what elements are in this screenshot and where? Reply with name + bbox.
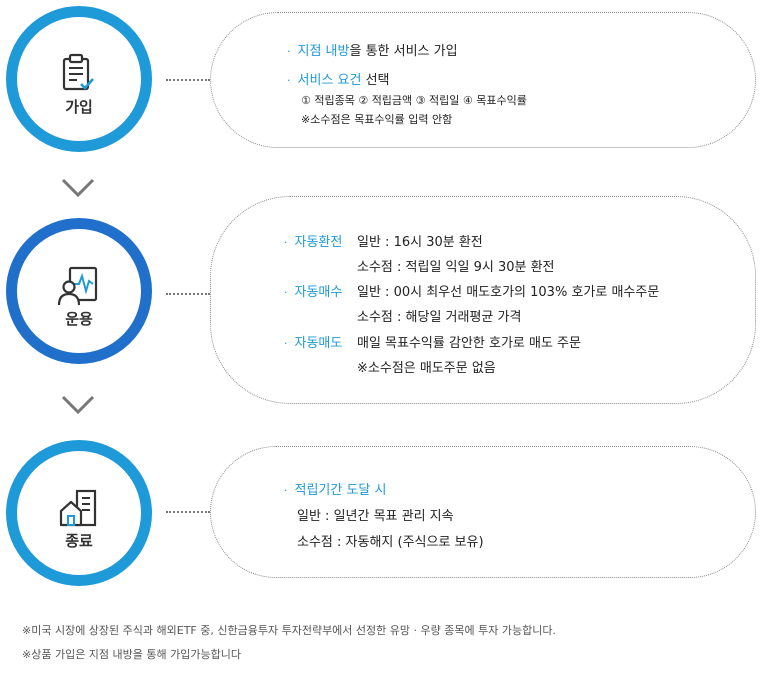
step-label-join: 가입 [65,98,93,116]
end-line-1: ·적립기간 도달 시 [284,483,387,498]
chevron-down-icon [61,178,95,198]
clipboard-check-icon [62,53,94,91]
auto-sell-line: ·자동매도 [284,336,343,351]
auto-sell-note: ※소수점은 매도주문 없음 [357,361,496,376]
join-line-4: ※소수점은 목표수익률 입력 안함 [301,113,453,126]
person-chart-icon [57,266,98,306]
join-line-3: ① 적립종목 ② 적립금액 ③ 적립일 ④ 목표수익률 [301,94,527,107]
join-line-1: ·지점 내방을 통한 서비스 가입 [287,44,458,59]
auto-buy-title: 자동매수 [294,285,343,300]
auto-buy-general: 일반 : 00시 최우선 매도호가의 103% 호가로 매수주문 [357,285,660,300]
step-label-end: 종료 [65,532,93,550]
auto-sell-general: 매일 목표수익률 감안한 호가로 매도 주문 [357,336,581,351]
step-circle-end: 종료 [6,440,152,586]
step-label-operate: 운용 [65,310,93,328]
auto-sell-title: 자동매도 [294,336,343,351]
footnote-2: ※상품 가입은 지점 내방을 통해 가입가능합니다 [22,648,241,661]
auto-buy-fraction: 소수점 : 해당일 거래평균 가격 [357,310,522,325]
house-building-icon [59,489,97,527]
end-line-2: 일반 : 일년간 목표 관리 지속 [297,509,454,524]
chevron-down-icon [61,395,95,415]
footnote-1: ※미국 시장에 상장된 주식과 해외ETF 중, 신한금융투자 투자전략부에서 … [22,624,556,637]
connector-operate [166,293,210,295]
connector-join [166,79,210,81]
auto-exchange-fraction: 소수점 : 적립일 익일 9시 30분 환전 [357,260,555,275]
detail-box-operate: ·자동환전 일반 : 16시 30분 환전 소수점 : 적립일 익일 9시 30… [210,196,756,404]
end-line-3: 소수점 : 자동해지 (주식으로 보유) [297,535,484,550]
auto-exchange-title: 자동환전 [294,235,343,250]
detail-box-end: ·적립기간 도달 시 일반 : 일년간 목표 관리 지속 소수점 : 자동해지 … [210,446,756,578]
auto-exchange-general: 일반 : 16시 30분 환전 [357,235,483,250]
join-line-2: ·서비스 요건 선택 [287,73,390,88]
connector-end [166,511,210,513]
auto-exchange-line: ·자동환전 [284,235,343,250]
step-circle-join: 가입 [6,6,152,152]
step-circle-operate: 운용 [6,218,152,364]
detail-box-join: ·지점 내방을 통한 서비스 가입 ·서비스 요건 선택 ① 적립종목 ② 적립… [210,12,756,148]
auto-buy-line: ·자동매수 [284,285,343,300]
